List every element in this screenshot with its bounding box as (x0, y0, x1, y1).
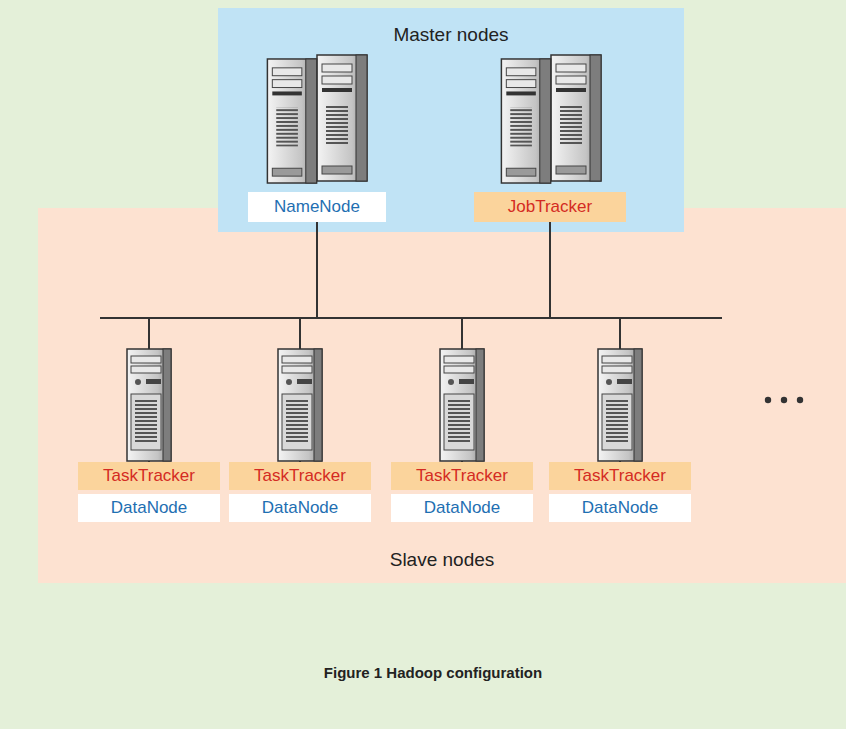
daemon-label: DataNode (391, 494, 533, 522)
server-tower (501, 59, 550, 183)
network-link (300, 222, 550, 462)
node-text: TaskTracker (103, 466, 195, 486)
daemon-label: TaskTracker (391, 462, 533, 490)
daemon-label: TaskTracker (78, 462, 220, 490)
caption-block: Figure 1 Hadoop configuration (10, 664, 846, 682)
node-text: TaskTracker (416, 466, 508, 486)
server-tower (598, 349, 642, 461)
master-server-pair (501, 55, 601, 183)
network-link (317, 222, 620, 462)
node-text: NameNode (274, 197, 360, 217)
server-tower (127, 349, 171, 461)
daemon-label: NameNode (248, 192, 386, 222)
ellipsis-dots (765, 397, 803, 403)
node-text: Slave nodes (390, 549, 495, 571)
daemon-label: DataNode (549, 494, 691, 522)
network-link (149, 222, 550, 462)
node-text: DataNode (424, 498, 501, 518)
server-tower (551, 55, 601, 181)
node-text: TaskTracker (254, 466, 346, 486)
master-server-pair (267, 55, 367, 183)
figure-caption: Figure 1 Hadoop configuration (324, 664, 542, 681)
slave-servers (127, 349, 642, 461)
daemon-label: JobTracker (474, 192, 626, 222)
node-text: TaskTracker (574, 466, 666, 486)
node-text: DataNode (262, 498, 339, 518)
node-text: DataNode (582, 498, 659, 518)
ellipsis-dot (781, 397, 787, 403)
node-text: Master nodes (393, 24, 508, 46)
daemon-label: DataNode (229, 494, 371, 522)
daemon-label: TaskTracker (229, 462, 371, 490)
server-tower (440, 349, 484, 461)
ellipsis-dot (765, 397, 771, 403)
node-text: JobTracker (508, 197, 592, 217)
server-tower (317, 55, 367, 181)
server-tower (267, 59, 316, 183)
node-text: DataNode (111, 498, 188, 518)
daemon-label: TaskTracker (549, 462, 691, 490)
daemon-label: DataNode (78, 494, 220, 522)
ellipsis-dot (797, 397, 803, 403)
server-tower (278, 349, 322, 461)
